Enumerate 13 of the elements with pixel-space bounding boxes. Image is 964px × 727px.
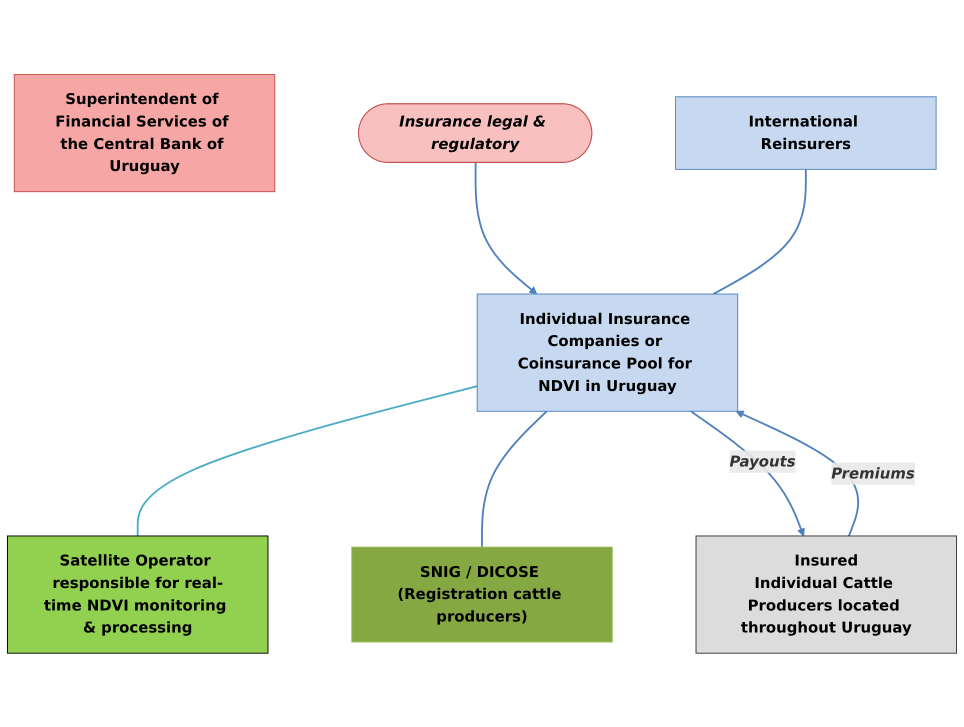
node-box: Individual Insurance Companies or Coinsurance Pool for NDVI in Uruguay [476,293,738,412]
node-box: Insured Individual Cattle Producers located throughout Uruguay [696,535,958,654]
connector [481,410,548,547]
arrow [690,410,805,536]
node-box: Satellite Operator responsible for real-time NDVI monitoring & processing [6,535,268,654]
edge-label: Payouts [730,452,796,470]
arrow [474,162,538,294]
node-box: SNIG / DICOSE (Registration cattle producers) [351,546,613,642]
node-box: International Reinsurers [675,96,937,170]
edge-label: Premiums [831,464,915,482]
connector [712,169,807,295]
connector [136,384,478,536]
node-box: Superintendent of Financial Services of the Central Bank of Uruguay [14,74,276,192]
